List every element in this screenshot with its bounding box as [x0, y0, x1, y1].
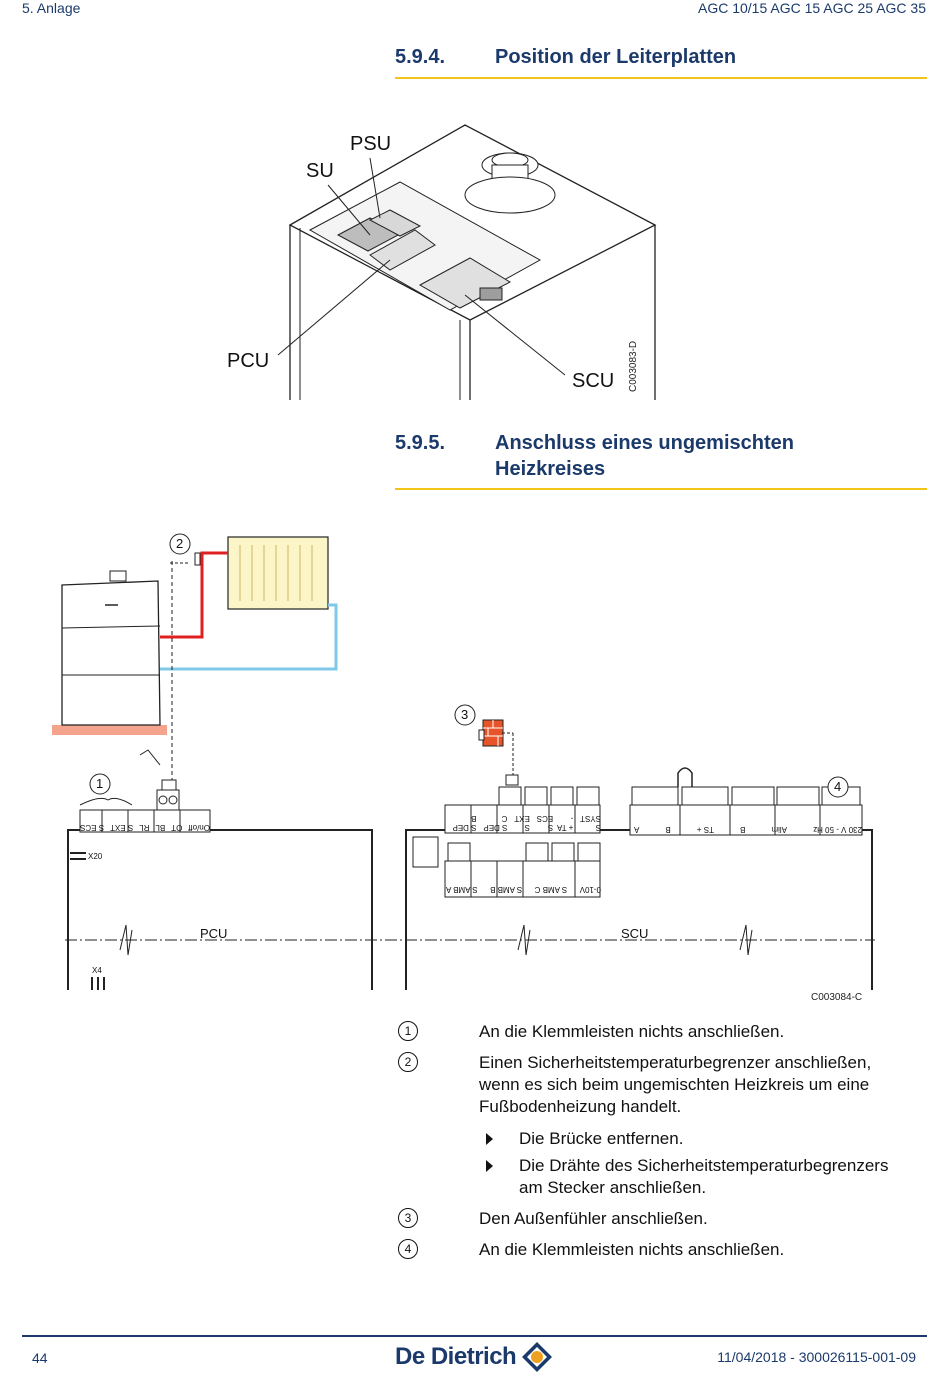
legend-num-3: 3 [398, 1208, 418, 1228]
su-label: SU [306, 160, 334, 182]
scu-power-labels: 230 V - 50 Hz Alim B TS + B A [634, 820, 862, 834]
callout-2 [169, 533, 191, 555]
callout-3 [454, 704, 476, 726]
pcu-term-label: OT [171, 823, 183, 832]
scu-term-label: A [634, 825, 640, 834]
scu-term-label: S AMB A [446, 885, 478, 894]
scu-term-label: S DEP B [452, 814, 477, 832]
page-number: 44 [32, 1350, 48, 1366]
scu-board-label: SCU [621, 926, 649, 941]
legend-num-2: 2 [398, 1052, 418, 1072]
callout-2-num: 2 [176, 536, 184, 551]
pcu-label: PCU [227, 350, 270, 372]
bullet-text-1: Die Brücke entfernen. [519, 1129, 684, 1148]
chapter-header: 5. Anlage [22, 0, 81, 16]
legend-text-3: Den Außenfühler anschließen. [479, 1209, 708, 1228]
pcu-terminal-labels: On/off OT BL RL S EXT S ECS [80, 812, 210, 832]
radiator [227, 536, 329, 610]
callout-1 [89, 773, 111, 795]
scu-term-label: 230 V - 50 Hz [813, 825, 862, 834]
x4-label: X4 [92, 966, 102, 975]
scu-top-labels: S SYST + TA - S ECS S EXT S DEP C S DEP … [446, 814, 601, 832]
legend-text-4: An die Klemmleisten nichts anschließen. [479, 1240, 785, 1259]
scu-term-label: S ECS [536, 814, 554, 832]
section2-title-line1: Anschluss eines ungemischten [495, 432, 794, 454]
footer-rule [22, 1335, 927, 1337]
psu-label: PSU [350, 133, 392, 155]
boiler-flue [109, 570, 127, 582]
pcu-term-label: On/off [188, 823, 210, 832]
pcu-board-label: PCU [200, 926, 228, 941]
legend-num-1: 1 [398, 1021, 418, 1041]
scu-term-label: S DEP C [483, 814, 508, 832]
scu-term-label: + TA - [557, 814, 574, 832]
floor-strip [52, 725, 167, 735]
legend-text-2-line3: Fußbodenheizung handelt. [479, 1097, 682, 1116]
boiler-body [61, 580, 161, 726]
pcu-term-label: S ECS [80, 823, 105, 832]
scu-term-label: B [665, 825, 671, 834]
legend-text-1: An die Klemmleisten nichts anschließen. [479, 1022, 785, 1041]
scu-term-label: S EXT [514, 814, 530, 832]
scu-term-label: S AMB C [534, 885, 568, 894]
legend-text-2-line2: wenn es sich beim ungemischten Heizkreis… [479, 1075, 870, 1094]
section2-title-line2: Heizkreises [495, 458, 606, 480]
brand-name: De Dietrich [395, 1343, 517, 1370]
pcu-board [67, 829, 373, 990]
legend-text-2-line1: Einen Sicherheitstemperaturbegrenzer ans… [479, 1053, 872, 1072]
bullet-text-2-line1: Die Drähte des Sicherheitstemperaturbegr… [519, 1156, 889, 1175]
section-rule [395, 77, 927, 79]
legend-num-4: 4 [398, 1239, 418, 1259]
pcu-term-label: S EXT [110, 823, 134, 832]
board-position-figure [277, 124, 657, 400]
figure1-code: C003083-D [628, 340, 639, 392]
scu-term-label: Alim [771, 825, 788, 834]
pcu-term-label: RL [139, 823, 150, 832]
cold-pipe [160, 603, 338, 671]
scu-term-label: S AMB B [490, 885, 523, 894]
bullet-icon [486, 1160, 493, 1172]
callout-4-num: 4 [834, 779, 842, 794]
scu-term-label: 0-10V [579, 885, 601, 894]
pcu-terminal-strip [79, 809, 211, 833]
section-number: 5.9.4. [395, 46, 446, 68]
document-code: 11/04/2018 - 300026115-001-09 [717, 1349, 916, 1365]
section2-number: 5.9.5. [395, 432, 446, 454]
callout-3-num: 3 [461, 707, 469, 722]
scu-bottom-labels: 0-10V S AMB C S AMB B S AMB A [446, 880, 601, 894]
wiring-diagram [52, 533, 875, 990]
callout-4 [827, 776, 849, 798]
scu-power-terminal [629, 804, 863, 836]
scu-label: SCU [572, 370, 615, 392]
scu-term-label: S SYST [580, 814, 601, 832]
pcu-term-label: BL [155, 823, 166, 832]
bullet-text-2-line2: am Stecker anschließen. [519, 1178, 707, 1197]
hot-pipe [160, 551, 228, 639]
figure2-code: C003084-C [811, 992, 863, 1003]
section2-rule [395, 488, 927, 490]
scu-board [405, 829, 873, 990]
section-title: Position der Leiterplatten [495, 46, 737, 68]
brand-logo-icon [522, 1342, 552, 1372]
callout-1-num: 1 [96, 776, 104, 791]
model-header: AGC 10/15 AGC 15 AGC 25 AGC 35 [697, 0, 926, 16]
scu-term-label: B [740, 825, 746, 834]
x20-label: X20 [88, 852, 103, 861]
bullet-icon [486, 1133, 493, 1145]
scu-term-label: TS + [696, 825, 714, 834]
